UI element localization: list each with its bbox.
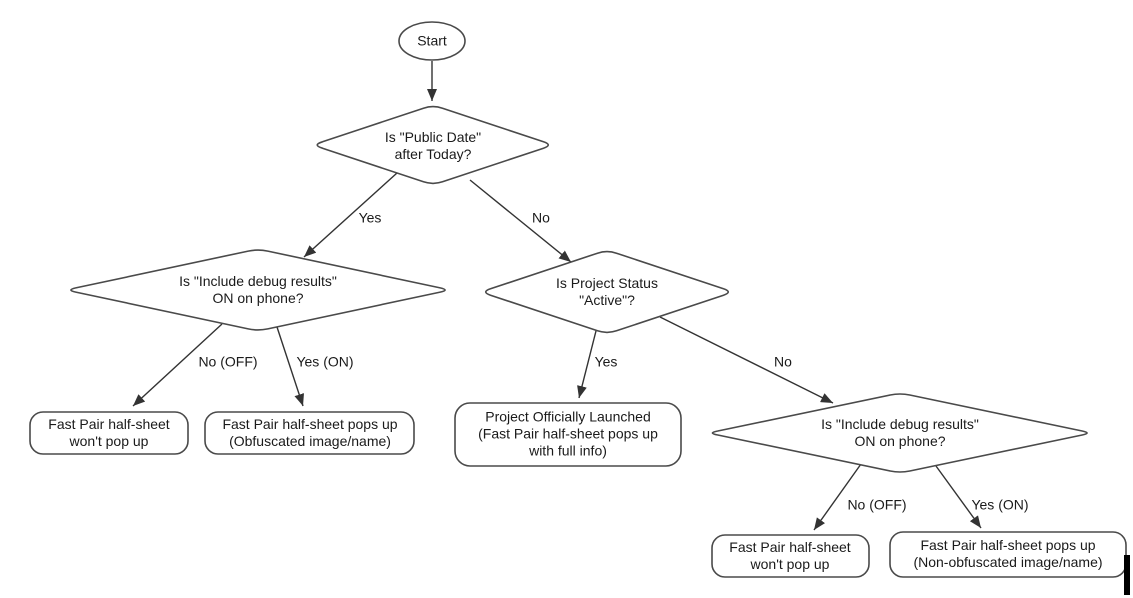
edge-debug-left-no <box>132 323 223 407</box>
result-no-popup-right-shape <box>711 534 870 578</box>
edge-label-debug-right-yes: Yes (ON) <box>971 496 1029 513</box>
edge-label-debug-left-yes: Yes (ON) <box>296 353 354 370</box>
edge-debug-right-yes <box>935 465 982 529</box>
decision-public-date-label: Is "Public Date" after Today? <box>385 129 481 163</box>
label-line: Project Officially Launched <box>485 408 651 425</box>
label-line: won't pop up <box>750 556 830 572</box>
label-line: Is Project Status <box>556 275 658 291</box>
decision-debug-right-shape <box>711 393 1088 473</box>
edge-label-debug-right-no: No (OFF) <box>847 496 907 513</box>
edge-debug-left-yes <box>276 326 304 407</box>
label-line: after Today? <box>394 146 472 162</box>
result-non-obfuscated-shape <box>889 531 1127 578</box>
edge-public-date-yes <box>303 172 398 258</box>
label-line: Fast Pair half-sheet <box>729 539 851 555</box>
label-line: Fast Pair half-sheet pops up <box>920 537 1096 553</box>
result-non-obfuscated-label: Fast Pair half-sheet pops up (Non-obfusc… <box>913 537 1102 571</box>
decision-project-status-label: Is Project Status "Active"? <box>556 275 658 309</box>
label-line: Is "Include debug results" <box>821 416 979 432</box>
start-node-label: Start <box>417 32 447 49</box>
decision-public-date-shape <box>316 105 550 185</box>
result-obfuscated-shape <box>204 411 415 455</box>
edge-label-public-date-yes: Yes <box>358 209 382 226</box>
result-obfuscated-label: Fast Pair half-sheet pops up (Obfuscated… <box>222 416 397 450</box>
result-no-popup-left-shape <box>29 411 189 455</box>
label-line: (Fast Pair half-sheet pops up <box>478 425 658 442</box>
label-line: "Active"? <box>579 292 635 308</box>
decision-debug-left-label: Is "Include debug results" ON on phone? <box>179 273 337 307</box>
label-line: with full info) <box>529 442 607 459</box>
label-line: ON on phone? <box>212 290 304 306</box>
label-line: Is "Public Date" <box>384 129 482 145</box>
edge-debug-right-no <box>813 463 862 531</box>
label-line: won't pop up <box>69 433 149 449</box>
result-launched-shape <box>454 402 682 467</box>
edge-label-public-date-no: No <box>532 209 550 226</box>
decision-project-status-shape <box>484 250 730 334</box>
label-line: Fast Pair half-sheet <box>48 416 170 432</box>
edge-project-status-yes <box>577 326 598 399</box>
result-no-popup-right-label: Fast Pair half-sheet won't pop up <box>729 539 850 573</box>
label-line: Fast Pair half-sheet pops up <box>222 416 398 432</box>
decision-debug-left-shape <box>70 249 446 331</box>
edge-label-debug-left-no: No (OFF) <box>198 353 258 370</box>
edge-label-project-status-yes: Yes <box>594 353 618 370</box>
result-launched-label: Project Officially Launched (Fast Pair h… <box>478 409 658 460</box>
result-no-popup-left-label: Fast Pair half-sheet won't pop up <box>48 416 169 450</box>
label-line: (Obfuscated image/name) <box>229 433 391 449</box>
edge-project-status-no <box>659 316 834 404</box>
label-line: (Non-obfuscated image/name) <box>913 554 1103 570</box>
decision-debug-right-label: Is "Include debug results" ON on phone? <box>821 416 979 450</box>
edge-public-date-no <box>469 179 572 263</box>
label-line: ON on phone? <box>854 433 946 449</box>
edge-label-project-status-no: No <box>774 353 792 370</box>
start-node-shape <box>398 21 466 61</box>
cursor-bar <box>1124 555 1130 595</box>
label-line: Is "Include debug results" <box>179 273 337 289</box>
